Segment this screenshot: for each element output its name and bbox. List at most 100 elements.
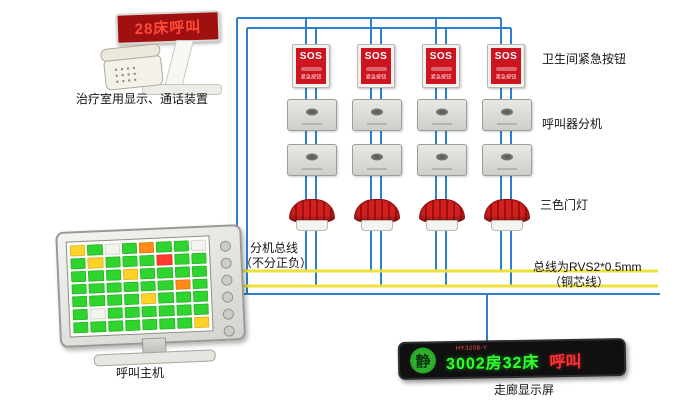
bed-status-cell bbox=[158, 292, 174, 304]
caller-extension bbox=[482, 144, 532, 176]
sos-pull-slot bbox=[365, 67, 387, 71]
caller-extension bbox=[287, 99, 337, 131]
extension-bus-note-line1: 分机总线 bbox=[250, 241, 299, 255]
bed-status-cell bbox=[121, 242, 138, 255]
call-host-label: 呼叫主机 bbox=[116, 366, 165, 380]
caller-extension bbox=[352, 99, 402, 131]
monitor-screen bbox=[65, 235, 214, 338]
monitor-button bbox=[220, 274, 233, 286]
bed-status-cell bbox=[88, 269, 104, 282]
bed-status-cell bbox=[71, 283, 88, 295]
mute-char: 静 bbox=[415, 352, 431, 371]
bed-status-cell bbox=[106, 294, 123, 307]
bed-status-cell bbox=[159, 318, 176, 330]
host-screen-grid bbox=[69, 239, 210, 334]
bed-status-cell bbox=[70, 257, 87, 270]
sos-red-plate: SOS 紧急按钮 bbox=[361, 48, 391, 84]
bed-status-cell bbox=[190, 252, 207, 264]
bed-status-cell bbox=[157, 266, 173, 279]
bed-status-cell bbox=[88, 282, 105, 295]
sos-subtitle: 紧急按钮 bbox=[495, 75, 517, 81]
led-display-text: 28床呼叫 bbox=[134, 18, 202, 39]
sos-label: 卫生间紧急按钮 bbox=[542, 52, 627, 66]
corridor-room-text: 3002房32床 bbox=[445, 354, 540, 374]
bus-spec-line2: （铜芯线） bbox=[549, 275, 610, 289]
sos-red-plate: SOS 紧急按钮 bbox=[491, 48, 521, 84]
bed-status-cell bbox=[69, 244, 86, 257]
sos-title: SOS bbox=[364, 51, 388, 62]
door-lamp bbox=[417, 197, 465, 231]
bed-status-cell bbox=[72, 296, 88, 308]
monitor-button bbox=[222, 308, 234, 320]
bed-status-cell bbox=[158, 305, 175, 317]
phone-body bbox=[103, 55, 164, 91]
monitor-bezel bbox=[55, 224, 247, 349]
telephone bbox=[98, 43, 168, 94]
sos-panel: SOS 紧急按钮 bbox=[357, 44, 395, 88]
bed-status-cell bbox=[173, 240, 189, 252]
corridor-label: 走廊显示屏 bbox=[494, 383, 555, 397]
bed-status-cell bbox=[72, 309, 89, 321]
sos-pull-slot bbox=[430, 67, 452, 71]
sos-panel: SOS 紧急按钮 bbox=[422, 44, 460, 88]
sos-pull-slot bbox=[495, 67, 517, 71]
caller-extension bbox=[417, 99, 467, 131]
sos-panel: SOS 紧急按钮 bbox=[487, 44, 525, 88]
sos-title: SOS bbox=[494, 51, 518, 62]
door-lamp bbox=[352, 197, 400, 231]
door-lamp-label: 三色门灯 bbox=[540, 198, 589, 212]
lamp-dome bbox=[484, 199, 530, 223]
bed-status-cell bbox=[175, 304, 192, 317]
monitor-button bbox=[221, 291, 233, 303]
bed-status-cell bbox=[124, 319, 141, 332]
monitor-side-buttons bbox=[217, 240, 237, 337]
sos-red-plate: SOS 紧急按钮 bbox=[426, 48, 456, 84]
bed-status-cell bbox=[193, 303, 209, 316]
bed-status-cell bbox=[191, 265, 208, 277]
caller-extension bbox=[287, 144, 337, 176]
bed-status-cell bbox=[138, 241, 155, 254]
bed-status-cell bbox=[123, 281, 139, 293]
bed-status-cell bbox=[192, 290, 209, 303]
lamp-dome bbox=[354, 199, 400, 223]
sos-pull-slot bbox=[300, 67, 322, 71]
bed-status-cell bbox=[104, 256, 121, 268]
bed-status-cell bbox=[86, 244, 103, 256]
bed-status-cell bbox=[122, 268, 139, 280]
bed-status-cell bbox=[192, 278, 208, 290]
corridor-call-text: 呼叫 bbox=[549, 353, 582, 372]
bus-spec-line1: 总线为RVS2*0.5mm bbox=[533, 260, 642, 274]
bed-status-cell bbox=[141, 306, 158, 318]
bed-status-cell bbox=[156, 253, 173, 266]
monitor-button bbox=[222, 325, 235, 337]
bed-status-cell bbox=[139, 267, 156, 280]
treatment-led-display: 28床呼叫 bbox=[115, 10, 221, 45]
bed-status-cell bbox=[190, 239, 207, 252]
sos-subtitle: 紧急按钮 bbox=[300, 75, 322, 81]
bed-status-cell bbox=[87, 256, 104, 269]
lamp-base bbox=[491, 220, 523, 231]
door-lamp bbox=[287, 197, 335, 231]
bed-status-cell bbox=[107, 320, 124, 332]
bed-status-cell bbox=[140, 293, 157, 305]
bed-status-cell bbox=[174, 278, 191, 291]
extension-bus-note-line2: （不分正负） bbox=[240, 256, 313, 270]
extension-bus-note: 分机总线 （不分正负） bbox=[240, 241, 312, 271]
bed-status-cell bbox=[105, 281, 122, 294]
bus-spec-note: 总线为RVS2*0.5mm （铜芯线） bbox=[533, 260, 641, 290]
bed-status-cell bbox=[174, 265, 190, 278]
phone-keypad bbox=[112, 64, 141, 85]
extension-label: 呼叫器分机 bbox=[542, 117, 603, 131]
mute-badge: 静 bbox=[409, 347, 437, 374]
lamp-base bbox=[426, 220, 458, 231]
bed-status-cell bbox=[105, 269, 122, 281]
bed-status-cell bbox=[70, 270, 87, 283]
caller-extension bbox=[482, 99, 532, 131]
sos-subtitle: 紧急按钮 bbox=[365, 75, 387, 81]
treatment-caption: 治疗室用显示、通话装置 bbox=[76, 92, 209, 106]
bed-status-cell bbox=[157, 279, 174, 292]
bed-status-cell bbox=[123, 293, 140, 306]
sos-subtitle: 紧急按钮 bbox=[430, 75, 452, 81]
bed-status-cell bbox=[122, 255, 138, 267]
